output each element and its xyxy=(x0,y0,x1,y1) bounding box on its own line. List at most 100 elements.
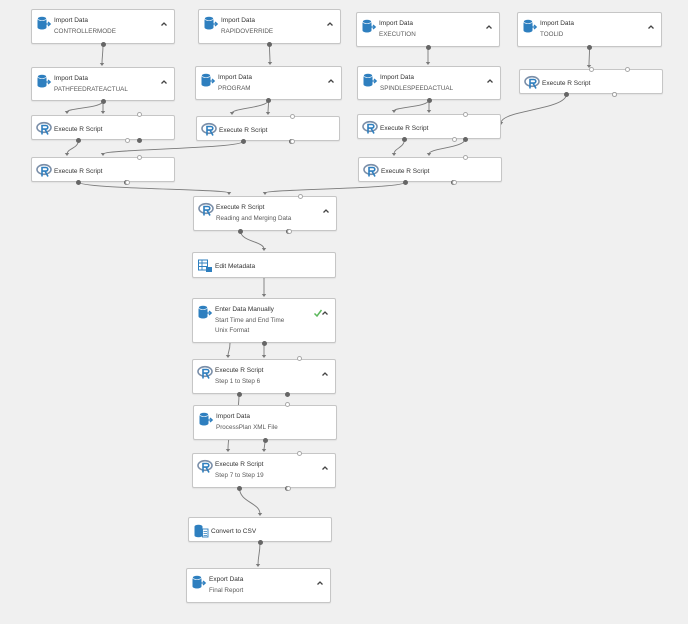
chevron-up-icon[interactable] xyxy=(320,366,330,376)
input-port[interactable] xyxy=(451,136,457,142)
module-title: Import Data xyxy=(218,74,252,81)
output-port[interactable] xyxy=(462,136,468,142)
chevron-up-icon[interactable] xyxy=(325,16,335,26)
input-port[interactable] xyxy=(462,111,468,117)
chevron-up-icon[interactable] xyxy=(320,305,330,315)
module-title: Import Data xyxy=(54,17,88,24)
chevron-up-icon[interactable] xyxy=(326,73,336,83)
module-execute-r-script[interactable]: Execute R Script xyxy=(357,114,501,139)
output-port[interactable] xyxy=(241,138,247,144)
module-execute-r-script[interactable]: Execute R Script xyxy=(31,157,175,182)
module-convert-to-csv[interactable]: Convert to CSV xyxy=(188,517,332,542)
edge-arrow-icon xyxy=(391,153,397,156)
output-port[interactable] xyxy=(76,179,82,185)
module-execute-r-script[interactable]: Execute R Script xyxy=(358,157,502,182)
input-port[interactable] xyxy=(588,66,594,72)
r-script-icon xyxy=(197,459,213,475)
chevron-up-icon[interactable] xyxy=(485,73,495,83)
input-port[interactable] xyxy=(296,450,302,456)
edge-arrow-icon xyxy=(226,192,232,195)
module-title: Convert to CSV xyxy=(211,528,257,535)
output-port[interactable] xyxy=(266,97,271,103)
module-subtitle: Final Report xyxy=(209,587,244,594)
output-port[interactable] xyxy=(426,97,432,103)
input-port[interactable] xyxy=(284,401,290,407)
edge-arrow-icon xyxy=(261,294,267,297)
output-port[interactable] xyxy=(100,98,106,104)
chevron-up-icon[interactable] xyxy=(159,74,169,84)
module-edit-metadata[interactable]: Edit Metadata xyxy=(192,252,336,278)
input-port[interactable] xyxy=(624,66,630,72)
output-port[interactable] xyxy=(257,539,263,545)
output-port[interactable] xyxy=(284,391,290,397)
input-port[interactable] xyxy=(611,91,617,97)
edge-arrow-icon xyxy=(225,355,231,358)
module-execute-r-script[interactable]: Execute R Script xyxy=(31,115,175,140)
input-port[interactable] xyxy=(296,355,302,361)
input-port[interactable] xyxy=(289,113,295,119)
output-port[interactable] xyxy=(425,44,431,50)
module-execute-r-script[interactable]: Execute R Script xyxy=(196,116,340,141)
edge-arrow-icon xyxy=(100,153,106,156)
output-port[interactable] xyxy=(267,41,272,47)
input-port[interactable] xyxy=(297,193,303,199)
connection-edge xyxy=(66,100,104,113)
output-port[interactable] xyxy=(262,437,268,443)
database-import-icon xyxy=(361,18,377,34)
r-script-icon xyxy=(201,122,217,138)
edge-arrow-icon xyxy=(261,355,267,358)
connection-edge xyxy=(102,140,244,155)
input-port[interactable] xyxy=(285,485,291,491)
chevron-up-icon[interactable] xyxy=(321,203,331,213)
output-port[interactable] xyxy=(100,41,106,47)
input-port[interactable] xyxy=(136,111,142,117)
input-port[interactable] xyxy=(286,228,292,234)
output-port[interactable] xyxy=(564,91,570,97)
module-subtitle: TOOLID xyxy=(540,31,564,38)
input-port[interactable] xyxy=(289,138,295,144)
input-port[interactable] xyxy=(462,154,468,160)
chevron-up-icon[interactable] xyxy=(159,16,169,26)
input-port[interactable] xyxy=(124,137,130,143)
output-port[interactable] xyxy=(237,485,243,491)
chevron-up-icon[interactable] xyxy=(315,575,325,585)
output-port[interactable] xyxy=(403,179,409,185)
chevron-up-icon[interactable] xyxy=(320,460,330,470)
edge-arrow-icon xyxy=(391,110,397,113)
module-execute-r-script[interactable]: Execute R Script xyxy=(519,69,663,94)
output-port[interactable] xyxy=(238,228,244,234)
edge-arrow-icon xyxy=(225,449,231,452)
output-port[interactable] xyxy=(136,137,142,143)
output-port[interactable] xyxy=(237,391,243,397)
input-port[interactable] xyxy=(124,179,130,185)
input-port[interactable] xyxy=(136,154,142,160)
chevron-up-icon[interactable] xyxy=(646,19,656,29)
module-title: Execute R Script xyxy=(54,168,103,175)
output-port[interactable] xyxy=(587,44,592,50)
chevron-up-icon[interactable] xyxy=(484,19,494,29)
module-subtitle: EXECUTION xyxy=(379,31,416,38)
edge-arrow-icon xyxy=(261,449,267,452)
input-port[interactable] xyxy=(451,179,457,185)
output-port[interactable] xyxy=(261,340,267,346)
module-title: Execute R Script xyxy=(219,127,268,134)
r-script-icon xyxy=(197,365,213,381)
output-port[interactable] xyxy=(76,137,82,143)
output-port[interactable] xyxy=(402,136,408,142)
module-subtitle: Start Time and End Time xyxy=(215,317,285,324)
r-script-icon xyxy=(198,202,214,218)
